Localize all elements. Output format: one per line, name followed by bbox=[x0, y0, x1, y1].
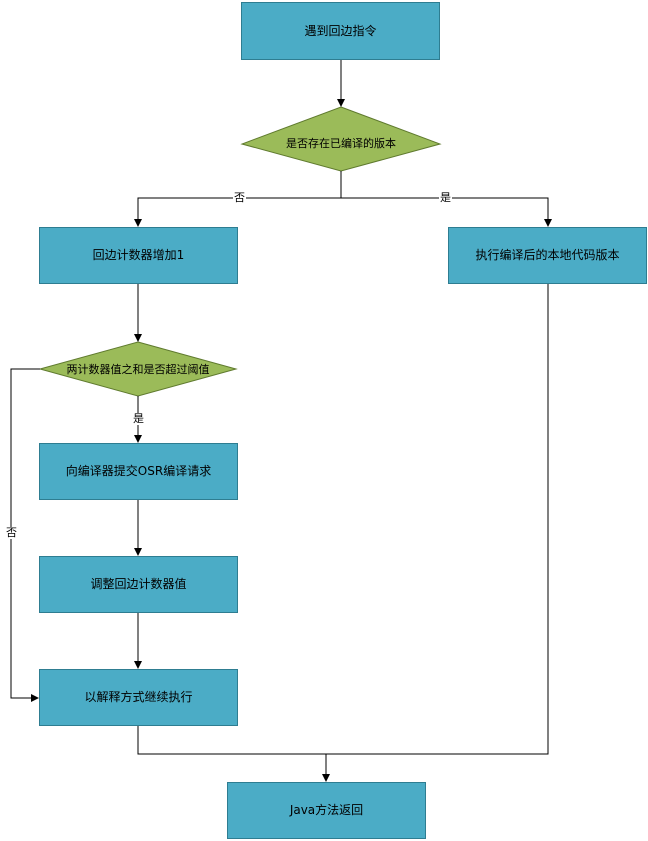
edge-check-yes bbox=[341, 197, 552, 227]
node-incr-counter-label: 回边计数器增加1 bbox=[92, 248, 185, 263]
edge-label-threshold-no: 否 bbox=[5, 526, 18, 539]
edge-label-compiled-no: 否 bbox=[233, 191, 246, 204]
node-submit-osr: 向编译器提交OSR编译请求 bbox=[39, 443, 238, 500]
edge-native-to-return bbox=[326, 284, 549, 755]
edge-label-compiled-yes: 是 bbox=[439, 191, 452, 204]
decision-threshold-label: 两计数器值之和是否超过阈值 bbox=[66, 363, 210, 376]
node-submit-osr-label: 向编译器提交OSR编译请求 bbox=[65, 464, 212, 479]
node-adjust-counter: 调整回边计数器值 bbox=[39, 556, 238, 613]
node-continue-interp-label: 以解释方式继续执行 bbox=[84, 690, 193, 705]
node-java-return-label: Java方法返回 bbox=[289, 803, 364, 818]
edge-continue-to-return bbox=[137, 726, 330, 782]
node-start: 遇到回边指令 bbox=[241, 2, 440, 60]
node-start-label: 遇到回边指令 bbox=[304, 23, 377, 38]
node-adjust-counter-label: 调整回边计数器值 bbox=[90, 577, 187, 592]
node-continue-interp: 以解释方式继续执行 bbox=[39, 669, 238, 726]
node-incr-counter: 回边计数器增加1 bbox=[39, 227, 238, 284]
decision-compiled-label: 是否存在已编译的版本 bbox=[286, 137, 396, 150]
edge-label-threshold-yes: 是 bbox=[132, 412, 145, 425]
node-java-return: Java方法返回 bbox=[227, 782, 426, 839]
node-exec-native: 执行编译后的本地代码版本 bbox=[448, 227, 647, 284]
node-exec-native-label: 执行编译后的本地代码版本 bbox=[475, 248, 620, 263]
